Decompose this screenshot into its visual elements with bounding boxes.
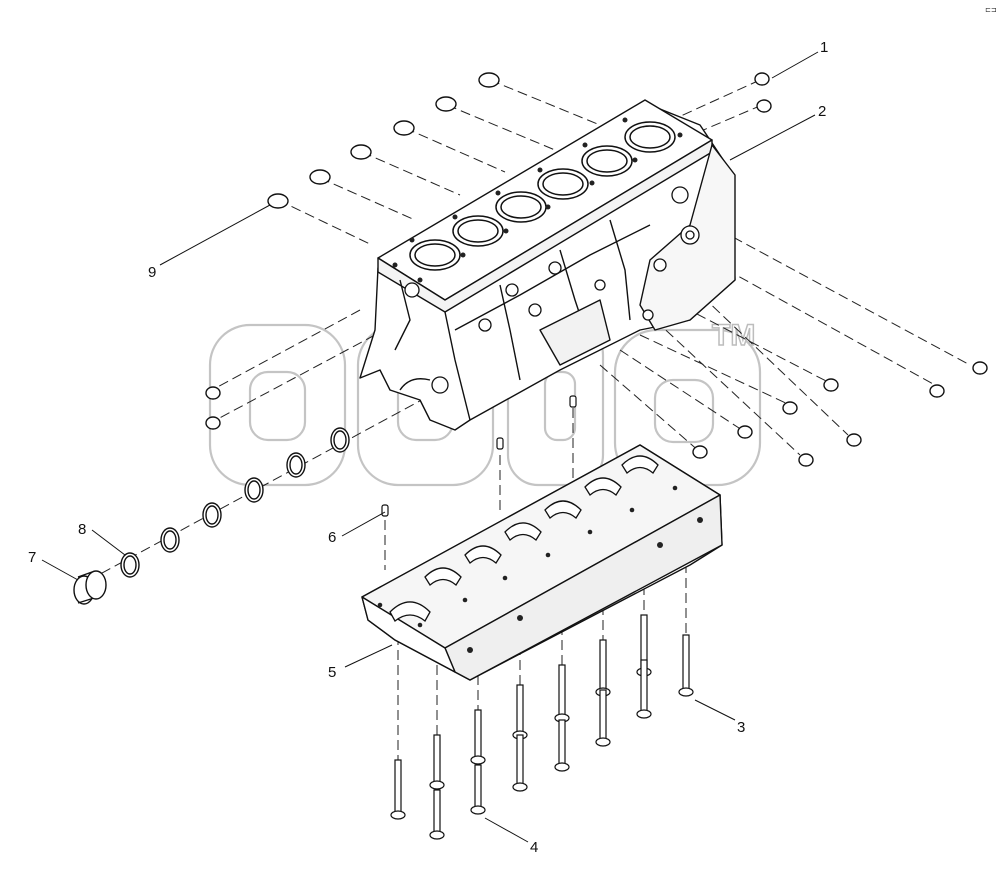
dowel-pins: [381, 395, 577, 517]
main-bearing-bolts: [390, 614, 694, 840]
callout-3: 3: [737, 719, 745, 736]
watermark-tm: TM: [712, 319, 755, 352]
bearing-shells: [73, 427, 350, 605]
bolt: [554, 664, 570, 723]
bolt: [470, 764, 486, 815]
cylinder-bores: [409, 121, 676, 271]
alignment-lines: [79, 79, 971, 790]
bearing-ladder: [361, 444, 723, 681]
bolt: [429, 789, 445, 840]
corner-mark: ⊏⊐: [985, 6, 997, 14]
bolt: [429, 734, 445, 790]
head-bolt-holes: [392, 117, 683, 283]
callout-8: 8: [78, 521, 86, 538]
leader-lines: [41, 51, 819, 843]
bolt: [390, 759, 406, 820]
callout-2: 2: [818, 103, 826, 120]
callout-9: 9: [148, 264, 156, 281]
callout-4: 4: [530, 839, 538, 856]
block-bosses: [404, 186, 700, 394]
callout-7: 7: [28, 549, 36, 566]
callout-6: 6: [328, 529, 336, 546]
bolt: [636, 659, 652, 719]
core-plugs: [205, 72, 988, 467]
bolt: [470, 709, 486, 765]
bolt: [595, 639, 611, 697]
cylinder-block: [359, 99, 736, 431]
bolt: [512, 684, 528, 740]
bolt: [512, 734, 528, 792]
ladder-holes: [377, 485, 703, 653]
bolt: [554, 719, 570, 772]
callouts: 1 2 3 4 5 6 7 8 9: [28, 39, 828, 856]
bearing-saddles: [389, 455, 659, 622]
callout-1: 1: [820, 39, 828, 56]
bolt: [678, 634, 694, 697]
bolt: [595, 689, 611, 747]
callout-5: 5: [328, 664, 336, 681]
main-bearing-shell-7: [73, 570, 107, 605]
